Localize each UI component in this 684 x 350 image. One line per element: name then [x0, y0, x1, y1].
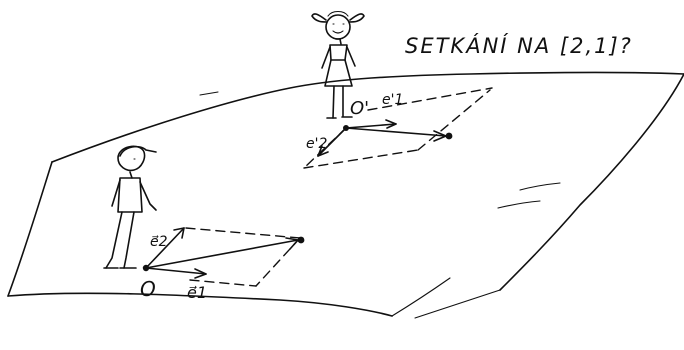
- ground-plane: [8, 73, 684, 319]
- boy-figure: [104, 146, 156, 268]
- target-point-boy: [298, 237, 305, 244]
- e2-label-boy: e⃗2: [150, 234, 168, 250]
- e1-label-girl: e'1: [382, 92, 403, 108]
- target-point-girl: [446, 133, 453, 140]
- origin-point-boy: [143, 265, 149, 271]
- origin-point-girl: [343, 125, 349, 131]
- e2-label-girl: e'2: [306, 136, 327, 152]
- e1-label-boy: e⃗1: [187, 283, 207, 302]
- origin-label-girl: O': [350, 98, 369, 119]
- origin-label-boy: O: [140, 277, 156, 301]
